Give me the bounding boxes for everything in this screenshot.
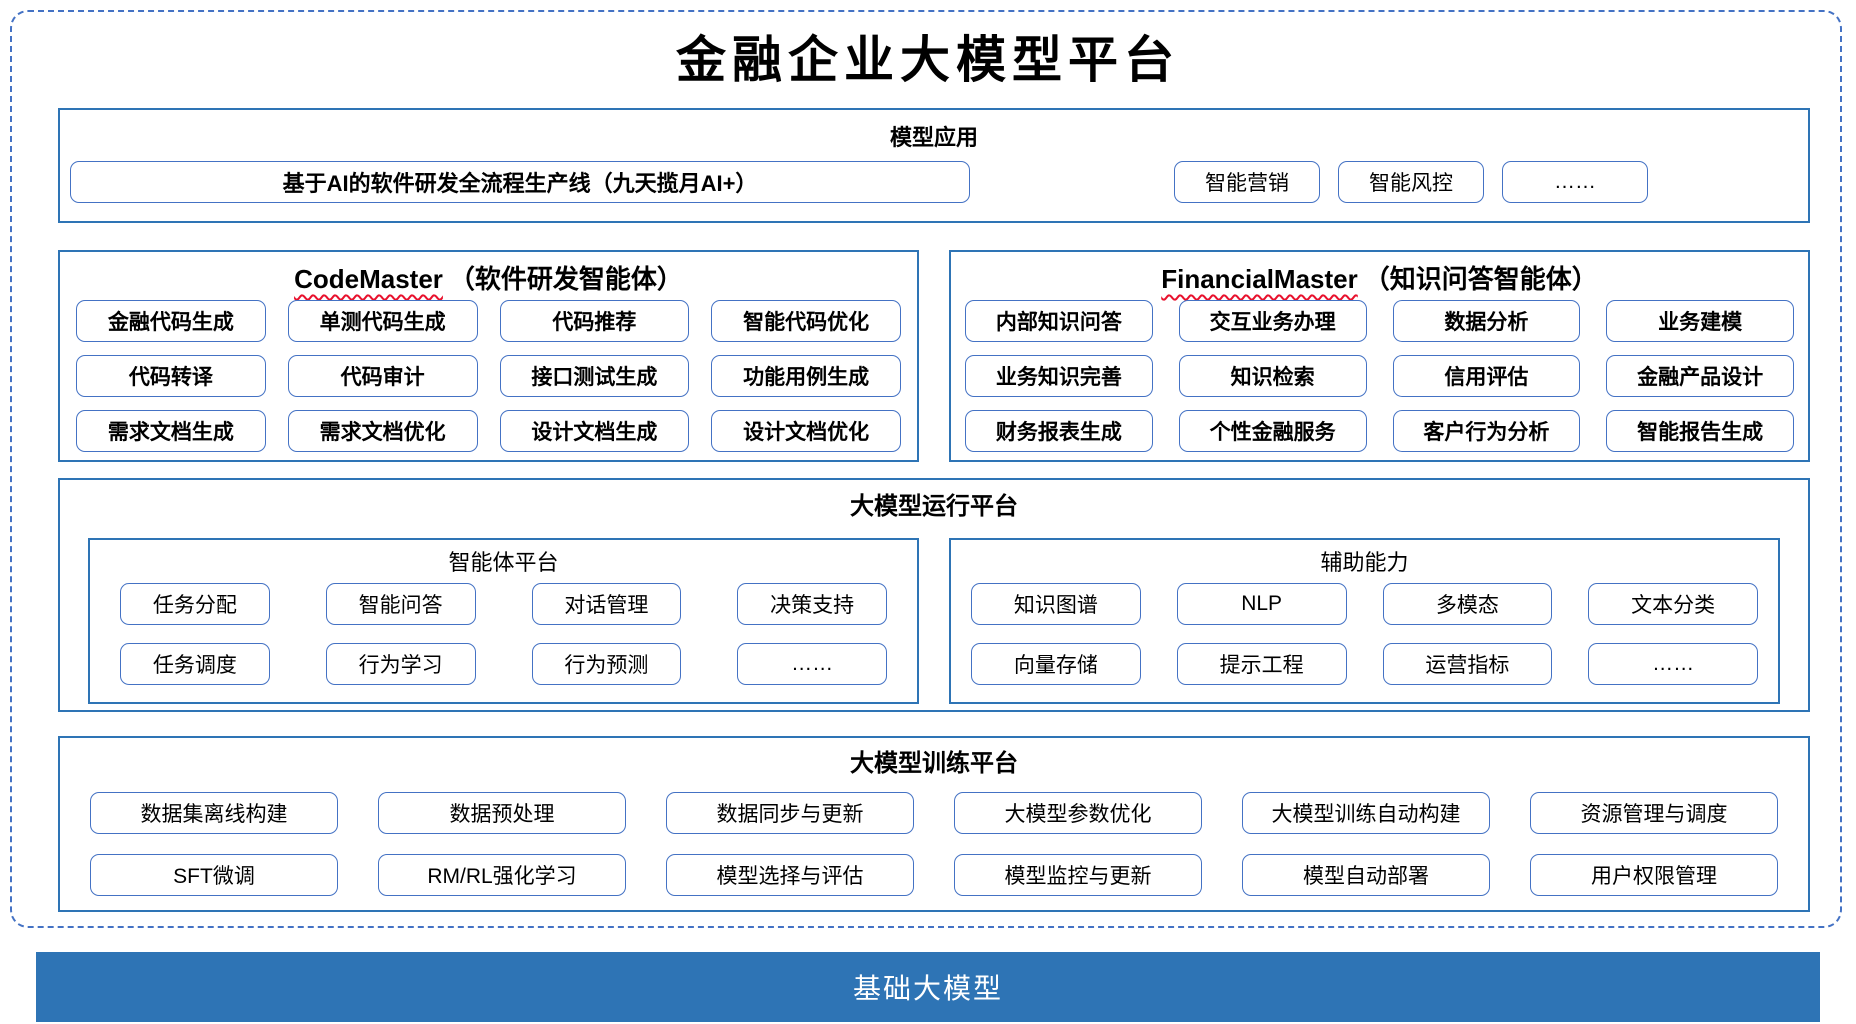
item-box: 代码转译 — [76, 355, 266, 397]
item-box-more: …… — [1588, 643, 1758, 685]
codemaster-title-en: CodeMaster — [294, 264, 443, 294]
item-box: 对话管理 — [531, 583, 682, 625]
subsection-aux-capabilities: 辅助能力 知识图谱 NLP 多模态 文本分类 向量存储 提示工程 运营指标 …… — [949, 538, 1780, 704]
item-box: 需求文档优化 — [287, 410, 478, 452]
model-app-row: 基于AI的软件研发全流程生产线（九天揽月AI+） 智能营销 智能风控 …… — [70, 161, 1648, 203]
agent-platform-grid: 任务分配 智能问答 对话管理 决策支持 任务调度 行为学习 行为预测 …… — [90, 580, 917, 685]
aux-capabilities-grid: 知识图谱 NLP 多模态 文本分类 向量存储 提示工程 运营指标 …… — [951, 580, 1778, 685]
item-box: 向量存储 — [971, 643, 1141, 685]
section-runtime-platform: 大模型运行平台 智能体平台 任务分配 智能问答 对话管理 决策支持 任务调度 行… — [58, 478, 1810, 712]
page-title: 金融企业大模型平台 — [676, 30, 1180, 89]
item-box: 业务知识完善 — [965, 355, 1153, 397]
item-box: 模型自动部署 — [1242, 854, 1490, 896]
item-box: NLP — [1176, 583, 1347, 625]
codemaster-title-zh: （软件研发智能体） — [448, 264, 683, 294]
item-box: SFT微调 — [90, 854, 338, 896]
foundation-model-bar: 基础大模型 — [36, 952, 1820, 1022]
item-box: 任务调度 — [120, 643, 270, 685]
model-app-header: 模型应用 — [889, 125, 978, 150]
item-box: 资源管理与调度 — [1530, 792, 1778, 834]
app-pipeline-box: 基于AI的软件研发全流程生产线（九天揽月AI+） — [70, 161, 970, 203]
runtime-header: 大模型运行平台 — [850, 493, 1018, 520]
app-item-box: 智能风控 — [1338, 161, 1484, 203]
item-box: 智能问答 — [325, 583, 476, 625]
item-box: 智能报告生成 — [1606, 410, 1794, 452]
item-box-more: …… — [737, 643, 887, 685]
item-box: 设计文档优化 — [711, 410, 901, 452]
section-training-platform: 大模型训练平台 数据集离线构建 数据预处理 数据同步与更新 大模型参数优化 大模… — [58, 736, 1810, 912]
item-box: 客户行为分析 — [1392, 410, 1581, 452]
item-box: 模型选择与评估 — [666, 854, 914, 896]
item-box: 交互业务办理 — [1178, 300, 1367, 342]
item-box: 知识图谱 — [971, 583, 1141, 625]
item-box: 数据同步与更新 — [666, 792, 914, 834]
section-model-app: 模型应用 基于AI的软件研发全流程生产线（九天揽月AI+） 智能营销 智能风控 … — [58, 108, 1810, 223]
financialmaster-title-en: FinancialMaster — [1161, 264, 1358, 294]
item-box: 模型监控与更新 — [954, 854, 1202, 896]
item-box: 大模型参数优化 — [954, 792, 1202, 834]
item-box: 业务建模 — [1606, 300, 1794, 342]
item-box: RM/RL强化学习 — [378, 854, 626, 896]
app-item-box-more: …… — [1502, 161, 1648, 203]
item-box: 代码推荐 — [499, 300, 690, 342]
training-header: 大模型训练平台 — [850, 750, 1018, 777]
outer-dashed-frame — [10, 10, 1842, 928]
item-box: 信用评估 — [1392, 355, 1581, 397]
item-box: 用户权限管理 — [1530, 854, 1778, 896]
item-box: 数据集离线构建 — [90, 792, 338, 834]
agents-row: CodeMaster（软件研发智能体） 金融代码生成 单测代码生成 代码推荐 智… — [58, 250, 1810, 462]
item-box: 金融产品设计 — [1606, 355, 1794, 397]
codemaster-header: CodeMaster（软件研发智能体） — [60, 252, 917, 296]
item-box: 数据分析 — [1392, 300, 1581, 342]
item-box: 财务报表生成 — [965, 410, 1153, 452]
item-box: 提示工程 — [1176, 643, 1347, 685]
item-box: 多模态 — [1382, 583, 1553, 625]
item-box: 内部知识问答 — [965, 300, 1153, 342]
item-box: 大模型训练自动构建 — [1242, 792, 1490, 834]
item-box: 文本分类 — [1588, 583, 1758, 625]
item-box: 知识检索 — [1178, 355, 1367, 397]
financialmaster-header: FinancialMaster（知识问答智能体） — [951, 252, 1808, 296]
subsection-agent-platform: 智能体平台 任务分配 智能问答 对话管理 决策支持 任务调度 行为学习 行为预测… — [88, 538, 919, 704]
item-box: 接口测试生成 — [499, 355, 690, 397]
aux-capabilities-header: 辅助能力 — [1320, 550, 1409, 575]
item-box: 智能代码优化 — [711, 300, 901, 342]
item-box: 代码审计 — [287, 355, 478, 397]
section-financialmaster: FinancialMaster（知识问答智能体） 内部知识问答 交互业务办理 数… — [949, 250, 1810, 462]
section-codemaster: CodeMaster（软件研发智能体） 金融代码生成 单测代码生成 代码推荐 智… — [58, 250, 919, 462]
item-box: 运营指标 — [1382, 643, 1553, 685]
financialmaster-title-zh: （知识问答智能体） — [1363, 264, 1598, 294]
item-box: 单测代码生成 — [287, 300, 478, 342]
item-box: 需求文档生成 — [76, 410, 266, 452]
financialmaster-grid: 内部知识问答 交互业务办理 数据分析 业务建模 业务知识完善 知识检索 信用评估… — [951, 296, 1808, 452]
item-box: 功能用例生成 — [711, 355, 901, 397]
item-box: 决策支持 — [737, 583, 887, 625]
item-box: 行为预测 — [531, 643, 682, 685]
app-item-box: 智能营销 — [1174, 161, 1320, 203]
item-box: 个性金融服务 — [1178, 410, 1367, 452]
training-grid: 数据集离线构建 数据预处理 数据同步与更新 大模型参数优化 大模型训练自动构建 … — [60, 780, 1808, 896]
agent-platform-header: 智能体平台 — [448, 550, 559, 575]
runtime-subsections: 智能体平台 任务分配 智能问答 对话管理 决策支持 任务调度 行为学习 行为预测… — [88, 538, 1780, 704]
item-box: 数据预处理 — [378, 792, 626, 834]
item-box: 金融代码生成 — [76, 300, 266, 342]
codemaster-grid: 金融代码生成 单测代码生成 代码推荐 智能代码优化 代码转译 代码审计 接口测试… — [60, 296, 917, 452]
item-box: 行为学习 — [325, 643, 476, 685]
foundation-label: 基础大模型 — [852, 973, 1003, 1004]
item-box: 任务分配 — [120, 583, 270, 625]
item-box: 设计文档生成 — [499, 410, 690, 452]
